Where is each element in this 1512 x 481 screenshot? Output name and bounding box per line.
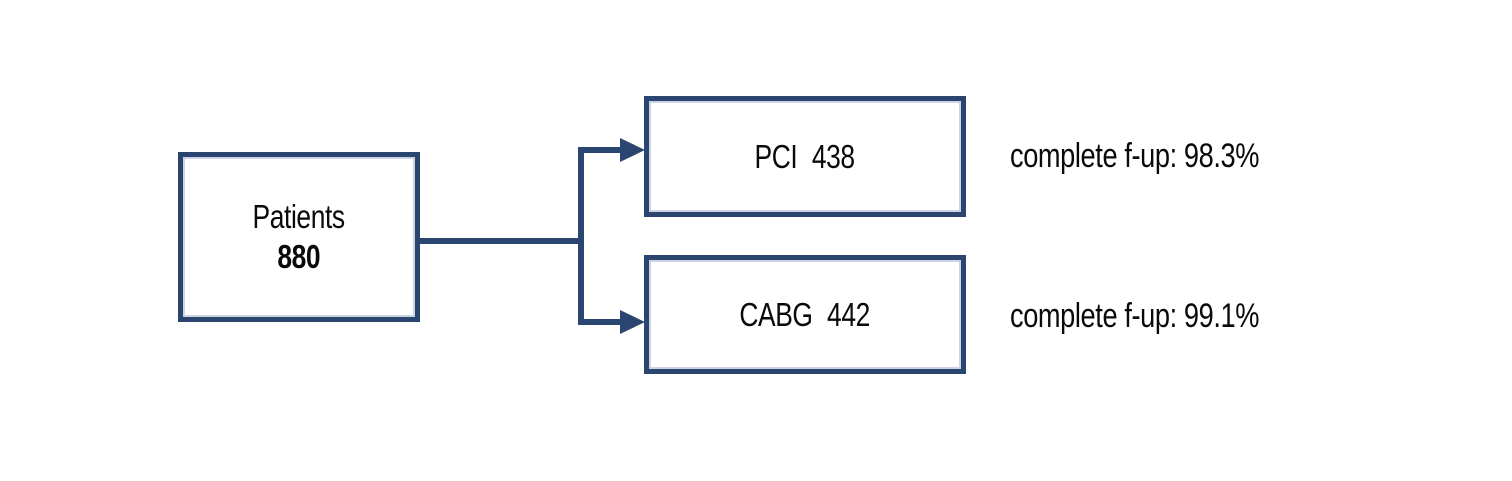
arrow-right-icon <box>620 310 645 334</box>
patients-box-value: 880 <box>277 238 321 275</box>
pci-box: PCI 438 <box>644 96 966 217</box>
patients-box-label: Patients <box>252 197 346 235</box>
connector-branch-cabg <box>578 319 624 325</box>
connector-branch-pci <box>578 147 624 153</box>
pci-followup-annotation: complete f-up: 98.3% <box>1010 138 1321 174</box>
cabg-followup-annotation-text: complete f-up: 99.1% <box>1010 297 1260 335</box>
arrow-right-icon <box>620 138 645 162</box>
connector-main-horizontal <box>420 238 584 244</box>
cabg-box-content: CABG 442 <box>740 296 871 334</box>
connector-vertical <box>578 147 584 325</box>
pci-box-value: 438 <box>812 137 856 175</box>
patients-box-content: Patients 880 <box>241 197 356 278</box>
patients-box: Patients 880 <box>178 152 420 322</box>
pci-box-content: PCI 438 <box>754 137 856 176</box>
cabg-box-value: 442 <box>827 295 871 333</box>
cabg-box: CABG 442 <box>644 255 966 374</box>
cabg-followup-annotation: complete f-up: 99.1% <box>1010 298 1321 334</box>
pci-followup-annotation-text: complete f-up: 98.3% <box>1010 137 1260 175</box>
cabg-box-label: CABG <box>739 295 814 333</box>
pci-box-label: PCI <box>754 137 798 175</box>
